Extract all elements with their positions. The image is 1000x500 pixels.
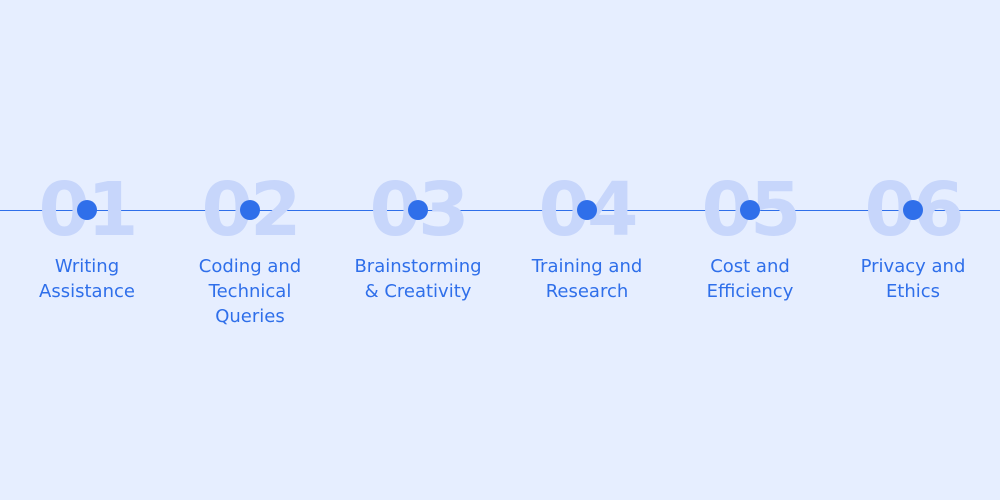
timeline-step-4: 04 Training and Research [502,0,672,500]
step-label: Privacy and Ethics [860,256,966,302]
step-label: Brainstorming & Creativity [354,256,482,302]
step-label: Writing Assistance [39,256,135,302]
timeline-step-2: 02 Coding and Technical Queries [165,0,335,500]
step-label: Cost and Efficiency [706,256,794,302]
step-dot [903,200,923,220]
timeline-step-5: 05 Cost and Efficiency [665,0,835,500]
step-label: Coding and Technical Queries [198,256,302,327]
step-dot [740,200,760,220]
timeline-step-6: 06 Privacy and Ethics [828,0,998,500]
timeline-step-3: 03 Brainstorming & Creativity [333,0,503,500]
step-dot [577,200,597,220]
step-dot [408,200,428,220]
timeline-step-1: 01 Writing Assistance [2,0,172,500]
timeline-line [0,210,1000,211]
step-dot [240,200,260,220]
step-label: Training and Research [531,256,643,302]
step-dot [77,200,97,220]
